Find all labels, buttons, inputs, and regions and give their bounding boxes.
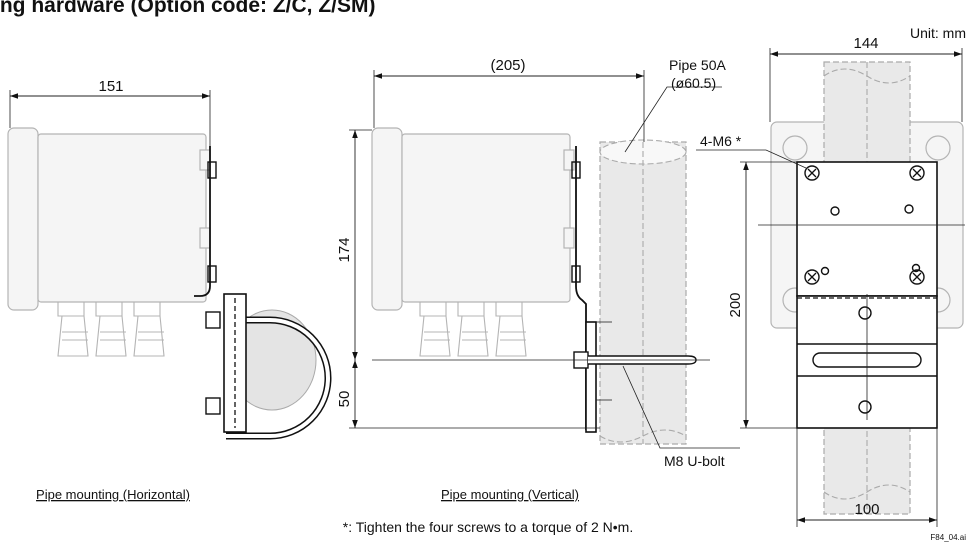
nut xyxy=(205,397,221,415)
housing-front-bezel xyxy=(7,127,39,311)
screw-icon xyxy=(804,165,820,181)
clamp-plate xyxy=(585,321,597,433)
horizontal-view xyxy=(7,90,332,440)
dim-label-174: 174 xyxy=(336,237,353,262)
figure-id: F84_04.ai xyxy=(930,533,966,542)
screw-icon xyxy=(804,269,820,285)
screw-icon xyxy=(909,165,925,181)
section-title: ing hardware (Option code: Z/C, Z/SM) xyxy=(0,0,376,17)
dim-label-200: 200 xyxy=(727,292,744,317)
front-view xyxy=(696,48,965,527)
mounting-bracket xyxy=(194,146,211,297)
callout-pipe-diameter: (ø60.5) xyxy=(671,75,716,91)
footnote: *: Tighten the four screws to a torque o… xyxy=(343,519,634,535)
bracket-screw xyxy=(207,161,217,179)
dim-label-205: (205) xyxy=(490,57,525,74)
cable-glands xyxy=(419,302,527,357)
housing-front-bezel xyxy=(371,127,403,311)
vertical-view xyxy=(349,70,740,449)
caption-vertical: Pipe mounting (Vertical) xyxy=(441,487,579,502)
mounting-bracket xyxy=(575,146,587,430)
dim-label-100: 100 xyxy=(854,501,879,518)
callout-screws: 4-M6 * xyxy=(700,133,742,149)
callout-pipe: Pipe 50A xyxy=(669,57,726,73)
nut xyxy=(205,311,221,329)
unit-label: Unit: mm xyxy=(910,25,966,41)
screw-icon xyxy=(909,269,925,285)
callout-ubolt: M8 U-bolt xyxy=(664,453,725,469)
dim-label-151: 151 xyxy=(98,78,123,95)
housing-body xyxy=(401,133,571,303)
bracket-screw xyxy=(207,265,217,283)
dim-label-50: 50 xyxy=(336,391,353,408)
cable-glands xyxy=(57,302,165,357)
caption-horizontal: Pipe mounting (Horizontal) xyxy=(36,487,190,502)
dim-label-144: 144 xyxy=(853,35,878,52)
leader-ubolt xyxy=(622,365,740,449)
housing-body xyxy=(37,133,207,303)
housing-knob xyxy=(199,227,211,249)
leader-pipe xyxy=(624,86,722,153)
